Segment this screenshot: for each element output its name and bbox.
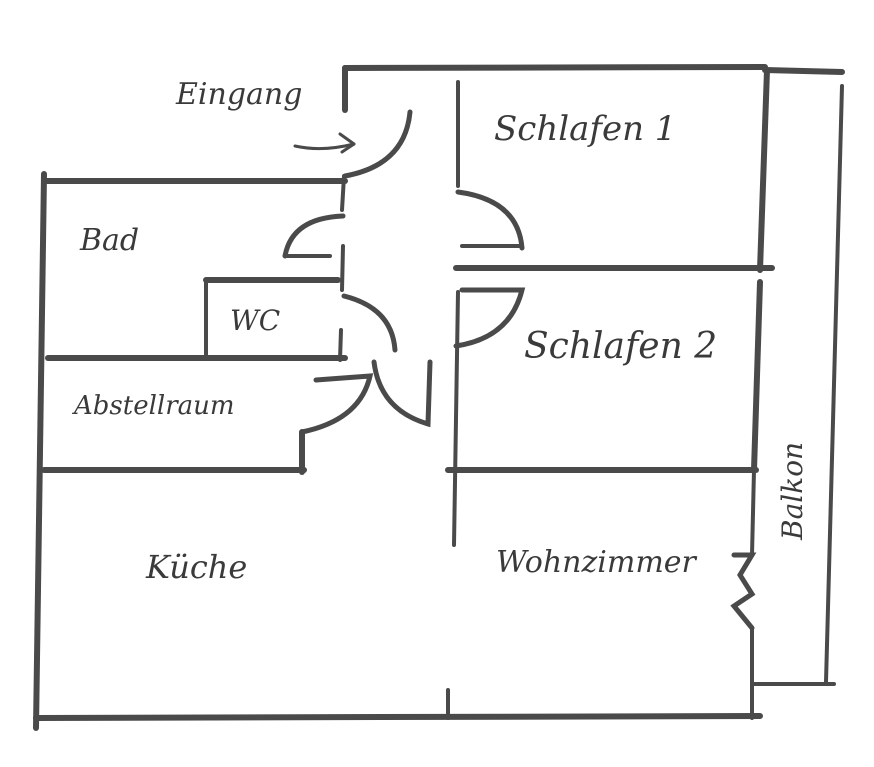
top-right-wall [342,64,768,71]
outer-walls [33,64,770,731]
room-labels: Eingang Schlafen 1 Schlafen 2 Bad WC Abs… [72,77,809,586]
label-bedroom1: Schlafen 1 [494,109,676,149]
label-storage: Abstellraum [72,391,235,421]
label-toilet: WC [230,304,280,337]
bedroom2-door-swing [453,287,526,349]
interior-walls [41,80,775,720]
door-swings [282,109,757,631]
label-kitchen: Küche [145,548,247,586]
entrance-arrow-icon [293,132,356,154]
label-balcony: Balkon [776,442,809,541]
label-entrance: Eingang [175,77,302,112]
bedroom1-door-swing [455,189,525,251]
label-bedroom2: Schlafen 2 [524,326,717,367]
corridor-right-wall [452,290,460,547]
right-outer-wall-top [757,67,770,273]
left-outer-wall [33,171,47,731]
label-living: Wohnzimmer [496,545,698,580]
right-outer-wall-lower [750,468,756,557]
storage-door-swing [299,373,374,435]
balcony-outline [750,67,845,686]
label-bathroom: Bad [79,223,139,258]
corridor-left-wall-a [340,174,346,212]
bottom-outer-wall [33,713,763,721]
kitchen-door-swing [371,359,433,428]
corridor-left-wall-b [340,244,345,292]
entrance-door-swing [342,109,413,179]
bathroom-door-swing [282,213,346,259]
balcony-door-swing [730,552,757,631]
right-outer-wall-mid [751,279,763,473]
balcony-right-rail [824,84,844,684]
balcony-top-rail [762,67,845,75]
wc-door-swing [341,293,398,353]
